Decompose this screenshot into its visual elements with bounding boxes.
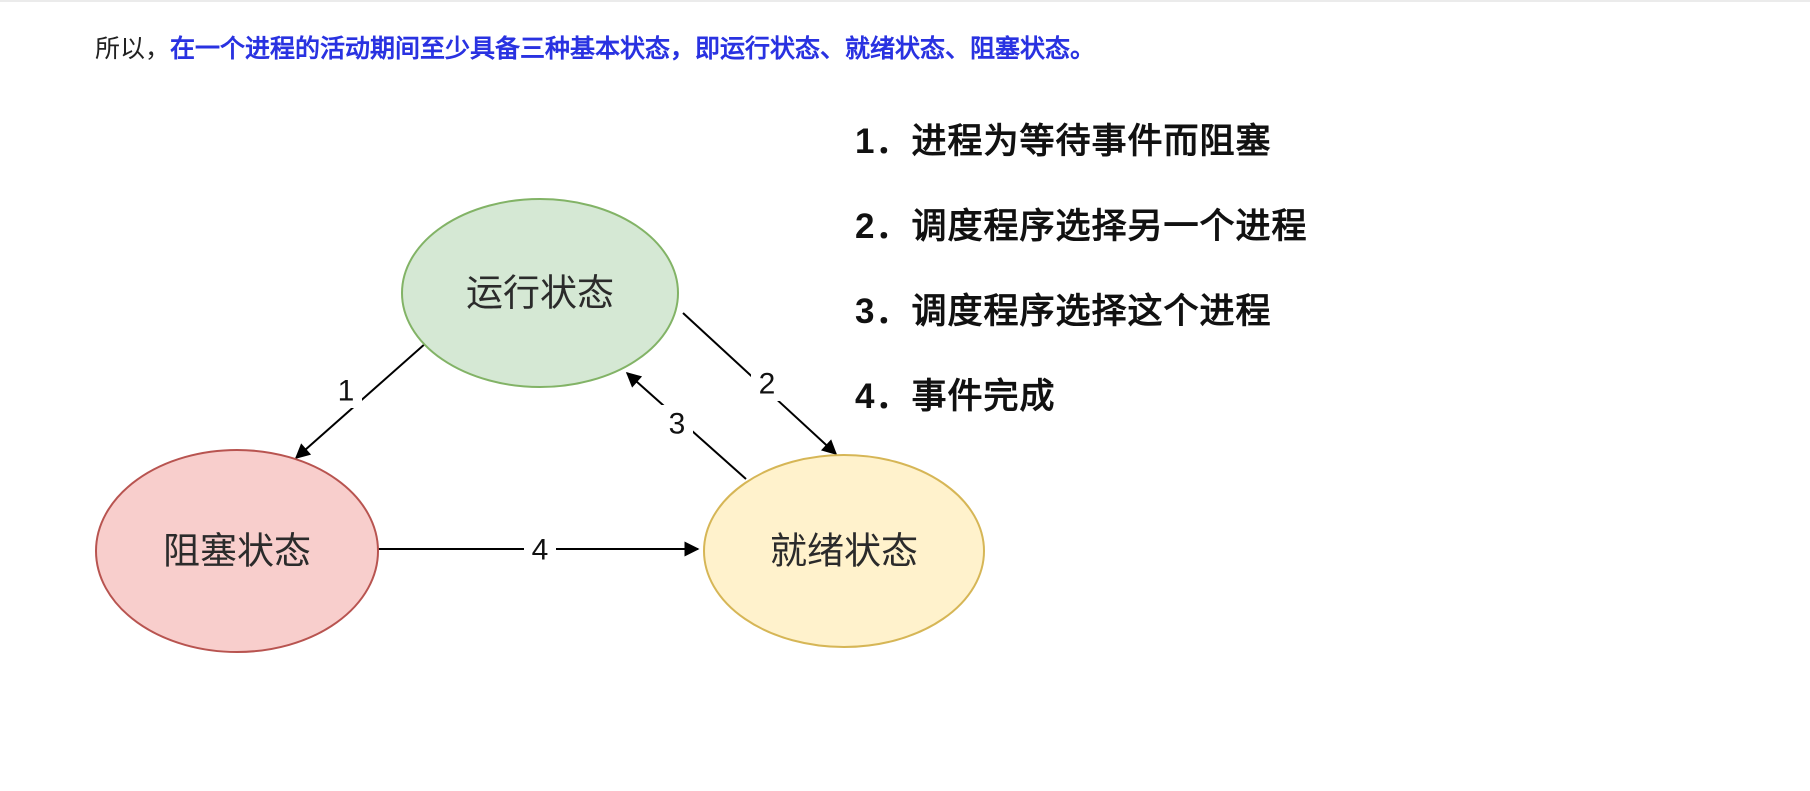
edge-label-1-bg <box>330 372 362 408</box>
node-running-state <box>401 198 679 388</box>
intro-highlight: 在一个进程的活动期间至少具备三种基本状态，即运行状态、就绪状态、阻塞状态。 <box>170 35 1096 63</box>
edge-label-3-bg <box>661 405 693 441</box>
node-blocked-state <box>95 449 379 653</box>
arrow-legend: 1．进程为等待事件而阻塞 2．调度程序选择另一个进程 3．调度程序选择这个进程 … <box>855 120 1307 460</box>
edge-label-4-bg <box>524 531 556 567</box>
legend-item-1: 1．进程为等待事件而阻塞 <box>855 122 1272 161</box>
legend-item-4: 4．事件完成 <box>855 377 1056 416</box>
edge-label-4: 4 <box>532 534 549 567</box>
legend-item-3: 3．调度程序选择这个进程 <box>855 292 1272 331</box>
node-ready-state <box>703 454 985 648</box>
edge-label-3: 3 <box>669 408 686 441</box>
edge-label-1: 1 <box>338 375 355 408</box>
node-blocked-label: 阻塞状态 <box>163 531 311 572</box>
node-ready-label: 就绪状态 <box>770 531 918 572</box>
edge-label-2: 2 <box>759 368 776 401</box>
edge-label-2-bg <box>751 365 783 401</box>
intro-prefix: 所以， <box>95 35 171 63</box>
node-running-label: 运行状态 <box>466 273 614 314</box>
arrow-running-to-blocked <box>294 334 436 459</box>
legend-item-2: 2．调度程序选择另一个进程 <box>855 207 1308 246</box>
intro-paragraph: 所以，在一个进程的活动期间至少具备三种基本状态，即运行状态、就绪状态、阻塞状态。 <box>95 32 1095 66</box>
